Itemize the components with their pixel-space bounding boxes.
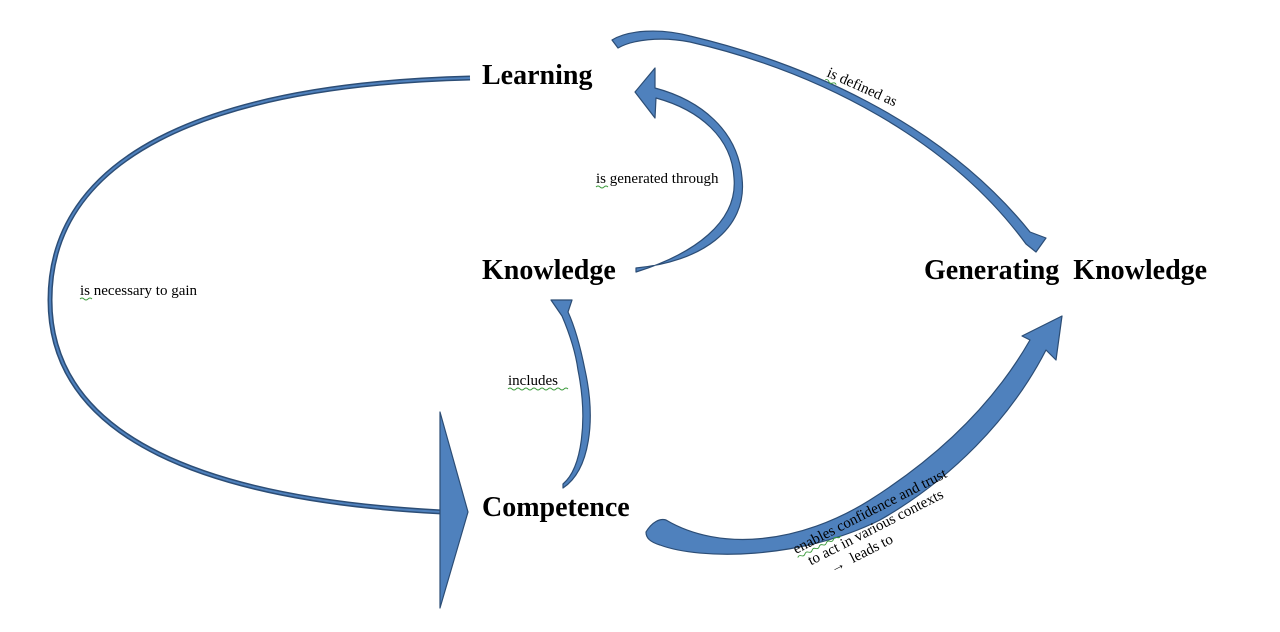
spellcheck-squiggle — [595, 185, 609, 189]
spellcheck-squiggle — [507, 387, 569, 391]
arrow-learning-to-competence — [47, 75, 471, 609]
arrow-knowledge-to-learning — [634, 67, 744, 273]
node-knowledge: Knowledge — [482, 255, 616, 286]
label-is-necessary-to-gain: is necessary to gain — [80, 283, 198, 299]
arrow-learning-to-generating-knowledge — [611, 30, 1047, 253]
spellcheck-squiggle — [797, 535, 842, 558]
node-learning: Learning — [482, 60, 592, 91]
node-competence: Competence — [482, 492, 630, 523]
arrow-competence-to-knowledge — [550, 299, 591, 489]
label-is-generated-through: is generated through — [596, 171, 719, 187]
spellcheck-squiggle — [79, 297, 93, 301]
node-generating-knowledge: Generating Knowledge — [924, 255, 1207, 286]
arrowhead-competence-left — [439, 411, 469, 609]
spellcheck-squiggle — [825, 79, 837, 85]
label-includes: includes — [508, 373, 558, 389]
arrow-competence-to-generating-knowledge — [645, 315, 1063, 555]
